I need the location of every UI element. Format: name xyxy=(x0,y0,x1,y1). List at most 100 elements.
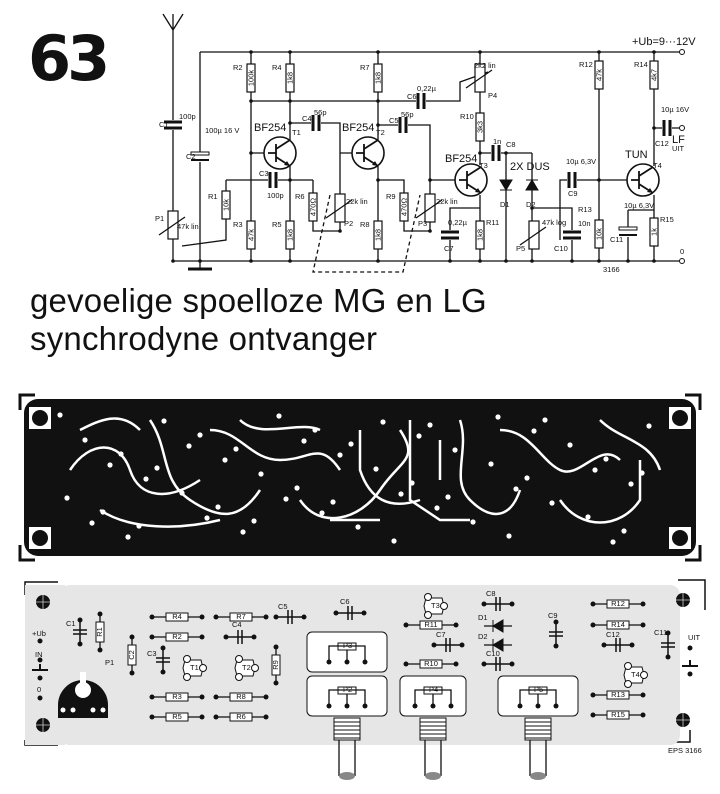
layout-t1: T1 xyxy=(182,655,207,681)
component-ref-label: C9 xyxy=(568,189,578,198)
layout-t4: T4 xyxy=(623,662,648,688)
component-value-label: 1k8 xyxy=(286,229,295,241)
component-value-label: 470Ω xyxy=(309,198,318,217)
layout-part-label: R15 xyxy=(611,710,625,719)
component-ref-label: C3 xyxy=(259,169,269,178)
layout-part-label: C12 xyxy=(606,630,620,639)
article-title-line-2: synchrodyne ontvanger xyxy=(30,320,378,357)
component-value-label: 1k8 xyxy=(476,229,485,241)
layout-p2: P2 xyxy=(306,675,388,717)
layout-r14: R14 xyxy=(590,620,646,630)
layout-p5: P5 xyxy=(497,675,579,717)
component-value-label: 47k xyxy=(595,69,604,81)
transistor-type-label: BF254 xyxy=(254,122,286,134)
layout-part-label: R11 xyxy=(424,620,437,629)
component-value-label: 56p xyxy=(314,108,327,117)
layout-part-label: R10 xyxy=(424,659,438,668)
component-value-label: 10k xyxy=(222,199,231,211)
component-value-label: 470Ω xyxy=(400,198,409,217)
component-ref-label: C5 xyxy=(389,116,399,125)
component-value-label: 10µ 6,3V xyxy=(624,201,654,210)
component-c6: C60,22µ xyxy=(407,84,437,109)
component-ref-label: R9 xyxy=(386,192,396,201)
pcb-copper-layout xyxy=(18,393,702,562)
layout-t3: T3 xyxy=(423,593,448,619)
layout-r6: R6 xyxy=(213,712,269,722)
component-ref-label: C12 xyxy=(655,139,669,148)
supply-voltage-label: +Ub=9···12V xyxy=(632,36,696,48)
component-value-label: 56p xyxy=(401,110,414,119)
component-r2: R2 100k xyxy=(233,63,256,93)
component-value-label: 4k7 xyxy=(650,69,659,81)
layout-part-label: R5 xyxy=(172,712,182,721)
layout-part-label: P4 xyxy=(429,685,438,694)
layout-part-label: C9 xyxy=(548,611,558,620)
layout-d1: D1 xyxy=(478,613,512,633)
layout-part-label: R6 xyxy=(236,712,246,721)
component-value-label: 100k xyxy=(247,70,256,87)
transistor-type-label: TUN xyxy=(625,149,648,161)
layout-r2: R2 xyxy=(149,632,205,642)
layout-part-label: P5 xyxy=(534,685,543,694)
component-ref-label: P2 xyxy=(344,219,353,228)
component-value-label: 47k xyxy=(247,229,256,241)
transistor-type-label: BF254 xyxy=(445,153,477,165)
layout-part-label: C7 xyxy=(436,630,446,639)
layout-part-label: T3 xyxy=(431,601,440,610)
component-ref-label: R6 xyxy=(295,192,305,201)
layout-part-label: D2 xyxy=(478,632,488,641)
component-ref-label: C10 xyxy=(554,244,568,253)
component-c7: C70,22µ xyxy=(441,218,468,253)
figure-number: 3166 xyxy=(603,265,620,274)
layout-part-label: C3 xyxy=(147,649,157,658)
output-sub-label: UIT xyxy=(672,144,685,153)
layout-c8: C8 xyxy=(481,589,515,611)
pot-shaft xyxy=(333,717,361,780)
layout-p4: P4 xyxy=(399,675,467,717)
component-value-label: 3k3 xyxy=(476,121,485,133)
transistor-ref-label: T3 xyxy=(479,161,488,170)
transistor-type-label: BF254 xyxy=(342,122,374,134)
layout-r5: R5 xyxy=(149,712,205,722)
layout-d2: D2 xyxy=(478,632,512,652)
component-ref-label: P3 xyxy=(418,219,427,228)
layout-part-label: R3 xyxy=(172,692,182,701)
component-value-label: 100µ 16 V xyxy=(205,126,239,135)
component-value-label: 1k8 xyxy=(374,72,383,84)
layout-t2: T2 xyxy=(234,655,259,681)
layout-r3: R3 xyxy=(149,692,205,702)
component-ref-label: R10 xyxy=(460,112,474,121)
layout-part-label: P2 xyxy=(343,685,352,694)
layout-part-label: R1 xyxy=(95,627,104,637)
layout-part-label: C5 xyxy=(278,602,288,611)
component-ref-label: R12 xyxy=(579,60,593,69)
layout-c9: C9 xyxy=(548,611,563,649)
layout-r10: R10 xyxy=(403,659,459,669)
layout-c3: C3 xyxy=(147,645,170,675)
component-r9: R9 470Ω xyxy=(386,192,409,222)
transistor-ref-label: T1 xyxy=(292,128,301,137)
component-ref-label: R4 xyxy=(272,63,282,72)
component-ref-label: P4 xyxy=(488,91,497,100)
component-ref-label: C8 xyxy=(506,140,516,149)
component-ref-label: R13 xyxy=(578,205,592,214)
layout-r9: R9 xyxy=(271,644,281,686)
layout-part-label: C8 xyxy=(486,589,496,598)
component-ref-label: R2 xyxy=(233,63,243,72)
layout-r11: R11 xyxy=(403,620,459,630)
